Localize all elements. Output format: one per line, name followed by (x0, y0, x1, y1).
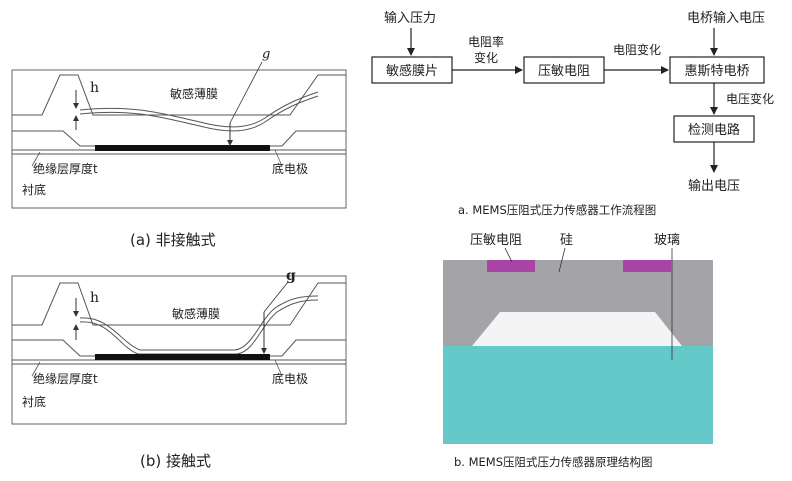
diagram-b-membrane-lower (79, 299, 319, 355)
flow-arrow2-label: 电阻变化 (613, 42, 661, 57)
diagram-a-membrane-lower (79, 95, 319, 132)
diagram-b-right-frame (225, 282, 346, 326)
flow-arrow1-line2: 变化 (474, 50, 498, 65)
diagram-a-h-label: h (90, 80, 99, 96)
diagram-a-electrode-label: 底电极 (272, 161, 308, 176)
diagram-a-frame (11, 69, 347, 209)
structure-glass (443, 346, 713, 444)
diagram-a-g-leader (229, 61, 263, 124)
diagram-a-electrode-leader (274, 149, 283, 167)
diagram-b-electrode-label: 底电极 (272, 371, 308, 386)
diagram-a-membrane-upper (79, 91, 319, 128)
diagram-a-caption: (a) 非接触式 (130, 231, 216, 249)
diagram-b-caption: (b) 接触式 (140, 452, 211, 470)
diagram-b-insulation-label: 绝缘层厚度t (33, 371, 98, 386)
flow-chart: 输入压力 敏感膜片 电阻率 变化 压敏电阻 电阻变化 电桥输入电压 惠斯特电桥 … (371, 10, 774, 217)
diagram-b-substrate-label: 衬底 (22, 394, 46, 409)
flow-box-membrane (371, 56, 453, 84)
diagram-b-membrane-label: 敏感薄膜 (172, 306, 220, 321)
flow-box-bridge (669, 56, 765, 84)
diagram-b-frame (11, 275, 347, 425)
flow-box-detect-label: 检测电路 (688, 122, 740, 138)
structure-silicon-leader (558, 247, 566, 273)
diagram-a-membrane-label: 敏感薄膜 (170, 86, 218, 101)
diagram-a-insulation-leader (31, 151, 41, 167)
structure-cavity (472, 312, 682, 346)
diagram-a-substrate-label: 衬底 (22, 182, 46, 197)
flow-input-pressure: 输入压力 (384, 10, 436, 26)
flow-arrow1-line1: 电阻率 (468, 34, 504, 49)
diagram-b-g-label: g (286, 268, 296, 284)
flow-box-bridge-label: 惠斯特电桥 (684, 64, 749, 79)
diagram-b-electrode (95, 354, 270, 360)
diagram-b-left-frame (12, 282, 225, 326)
flow-box-membrane-label: 敏感膜片 (386, 63, 438, 79)
structure-silicon-label: 硅 (560, 233, 573, 248)
diagram-b-right-lower (225, 339, 346, 357)
diagram-a-insulation-label: 绝缘层厚度t (33, 161, 98, 176)
structure-resistor-right (623, 260, 671, 272)
structure-resistor-leader (504, 247, 513, 263)
flow-arrow3-label: 电压变化 (726, 91, 774, 106)
diagram-b-electrode-leader (274, 359, 283, 377)
structure-resistor-label: 压敏电阻 (470, 233, 522, 248)
diagram-a-g-label: g (262, 47, 270, 62)
diagram-b-insulation-leader (31, 361, 41, 377)
structure-caption: b. MEMS压阻式压力传感器原理结构图 (454, 455, 653, 469)
diagram-a-right-frame (225, 74, 346, 116)
diagram-a-left-frame (12, 74, 225, 116)
flow-output: 输出电压 (688, 178, 740, 194)
diagram-b-membrane-upper (79, 295, 319, 351)
structure-glass-label: 玻璃 (654, 233, 680, 248)
flow-box-resistor-label: 压敏电阻 (538, 64, 590, 79)
structure-diagram: 压敏电阻 硅 玻璃 b. MEMS压阻式压力传感器原理结构图 (443, 233, 713, 469)
diagram-a-right-lower (225, 130, 346, 147)
diagram-a-left-lower (12, 130, 225, 147)
diagram-b-h-label: h (90, 290, 99, 306)
diagram-b: h g 敏感薄膜 绝缘层厚度t 衬底 底电极 (b) 接触式 (11, 268, 347, 470)
diagram-a-electrode (95, 145, 270, 151)
diagram-b-g-leader (263, 281, 289, 313)
flow-bridge-input: 电桥输入电压 (687, 10, 765, 26)
diagram-a: h g 敏感薄膜 绝缘层厚度t 衬底 底电极 (a) 非接触式 (11, 47, 347, 249)
structure-resistor-left (487, 260, 535, 272)
flow-caption: a. MEMS压阻式压力传感器工作流程图 (458, 203, 656, 217)
